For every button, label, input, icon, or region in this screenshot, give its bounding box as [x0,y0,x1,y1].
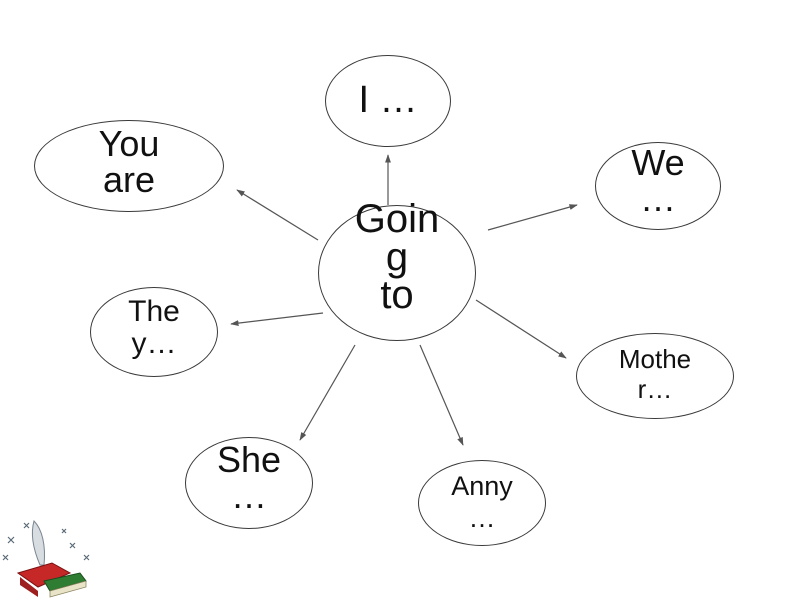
node-mother-line-1: Mothe [576,344,734,374]
node-she-label: She … [185,442,313,514]
arrow-to-they [231,313,323,324]
node-we-label: We … [595,145,721,217]
sparkle-icons [3,523,89,560]
node-they-label: The y… [90,296,218,360]
center-label-line-3: to [318,276,476,314]
arrow-to-anny [420,345,463,445]
node-anny-line-1: Anny [418,470,546,502]
arrow-to-mother [476,300,566,358]
arrow-to-she [300,345,355,440]
center-label-line-2: g [318,238,476,276]
node-she-line-1: She [185,442,313,478]
node-you-are-line-2: are [34,162,224,198]
node-we-line-1: We [595,145,721,181]
center-label: Goin g to [318,200,476,314]
node-she-line-2: … [185,478,313,514]
node-anny-label: Anny … [418,470,546,534]
node-mother-label: Mothe r… [576,344,734,404]
node-i-line-1: I … [325,80,451,120]
node-they-line-2: y… [90,328,218,360]
node-i-label: I … [325,80,451,120]
books-clipart-icon [0,515,100,600]
node-anny-line-2: … [418,502,546,534]
arrow-to-you [237,190,318,240]
center-label-line-1: Goin [318,200,476,238]
node-we-line-2: … [595,181,721,217]
node-you-are-line-1: You [34,126,224,162]
quill-icon [32,521,44,565]
node-they-line-1: The [90,296,218,328]
node-mother-line-2: r… [576,374,734,404]
node-you-are-label: You are [34,126,224,198]
arrow-to-we [488,205,577,230]
